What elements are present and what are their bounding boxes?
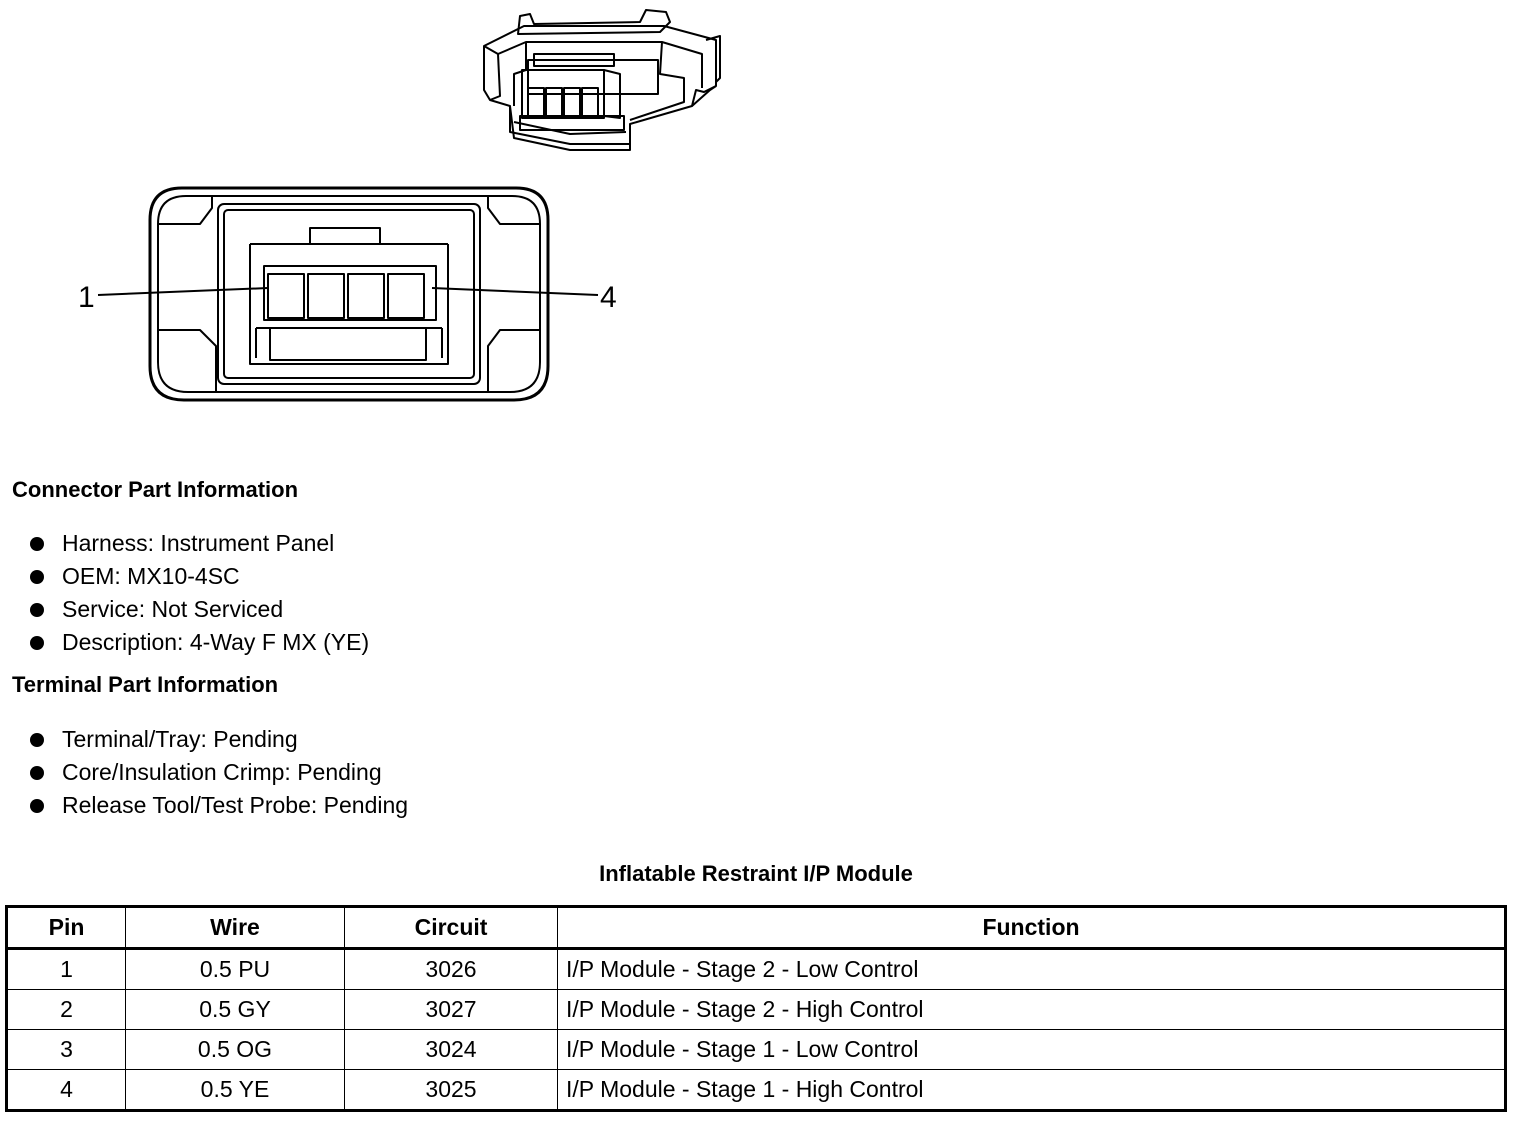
pin-cell: 4 xyxy=(6,1069,126,1111)
connector-isometric-illustration xyxy=(483,9,721,151)
table-row: 2 0.5 GY 3027 I/P Module - Stage 2 - Hig… xyxy=(6,989,1506,1030)
connector-face-view: 1 4 xyxy=(78,186,617,402)
circuit-cell: 3027 xyxy=(344,989,558,1030)
wire-cell: 0.5 GY xyxy=(125,989,345,1030)
terminal-part-info-list: Terminal/Tray: Pending Core/Insulation C… xyxy=(28,723,408,822)
circuit-cell: 3024 xyxy=(344,1029,558,1070)
pin-4-label: 4 xyxy=(600,281,617,314)
list-item: Release Tool/Test Probe: Pending xyxy=(28,789,408,822)
function-cell: I/P Module - Stage 1 - High Control xyxy=(557,1069,1506,1111)
circuit-cell: 3025 xyxy=(344,1069,558,1111)
pin-column-header: Pin xyxy=(6,906,126,950)
pin-table-title: Inflatable Restraint I/P Module xyxy=(599,861,913,886)
terminal-part-info-heading: Terminal Part Information xyxy=(12,672,279,697)
list-item: Terminal/Tray: Pending xyxy=(28,723,408,756)
table-row: 3 0.5 OG 3024 I/P Module - Stage 1 - Low… xyxy=(6,1029,1506,1070)
connector-part-info-list: Harness: Instrument Panel OEM: MX10-4SC … xyxy=(28,527,369,659)
connector-part-info-heading: Connector Part Information xyxy=(12,477,299,502)
bullet-icon xyxy=(30,766,44,780)
pin-1-label: 1 xyxy=(78,281,95,314)
table-row: 4 0.5 YE 3025 I/P Module - Stage 1 - Hig… xyxy=(6,1069,1506,1111)
list-item: Service: Not Serviced xyxy=(28,593,369,626)
pin-cell: 2 xyxy=(6,989,126,1030)
circuit-column-header: Circuit xyxy=(344,906,558,950)
pin-cell: 1 xyxy=(6,948,126,990)
bullet-icon xyxy=(30,570,44,584)
function-cell: I/P Module - Stage 2 - High Control xyxy=(557,989,1506,1030)
list-item: Core/Insulation Crimp: Pending xyxy=(28,756,408,789)
wire-cell: 0.5 YE xyxy=(125,1069,345,1111)
pin-cell: 3 xyxy=(6,1029,126,1070)
bullet-icon xyxy=(30,733,44,747)
bullet-icon xyxy=(30,603,44,617)
list-item: Harness: Instrument Panel xyxy=(28,527,369,560)
pin-table: Pin Wire Circuit Function 1 0.5 PU 3026 … xyxy=(5,905,1507,1112)
table-header-row: Pin Wire Circuit Function xyxy=(6,906,1506,950)
bullet-icon xyxy=(30,799,44,813)
list-item: Description: 4-Way F MX (YE) xyxy=(28,626,369,659)
bullet-icon xyxy=(30,537,44,551)
list-item: OEM: MX10-4SC xyxy=(28,560,369,593)
wire-cell: 0.5 PU xyxy=(125,948,345,990)
function-cell: I/P Module - Stage 2 - Low Control xyxy=(557,948,1506,990)
circuit-cell: 3026 xyxy=(344,948,558,990)
table-row: 1 0.5 PU 3026 I/P Module - Stage 2 - Low… xyxy=(6,948,1506,990)
wire-cell: 0.5 OG xyxy=(125,1029,345,1070)
function-column-header: Function xyxy=(557,906,1506,950)
function-cell: I/P Module - Stage 1 - Low Control xyxy=(557,1029,1506,1070)
wire-column-header: Wire xyxy=(125,906,345,950)
bullet-icon xyxy=(30,636,44,650)
